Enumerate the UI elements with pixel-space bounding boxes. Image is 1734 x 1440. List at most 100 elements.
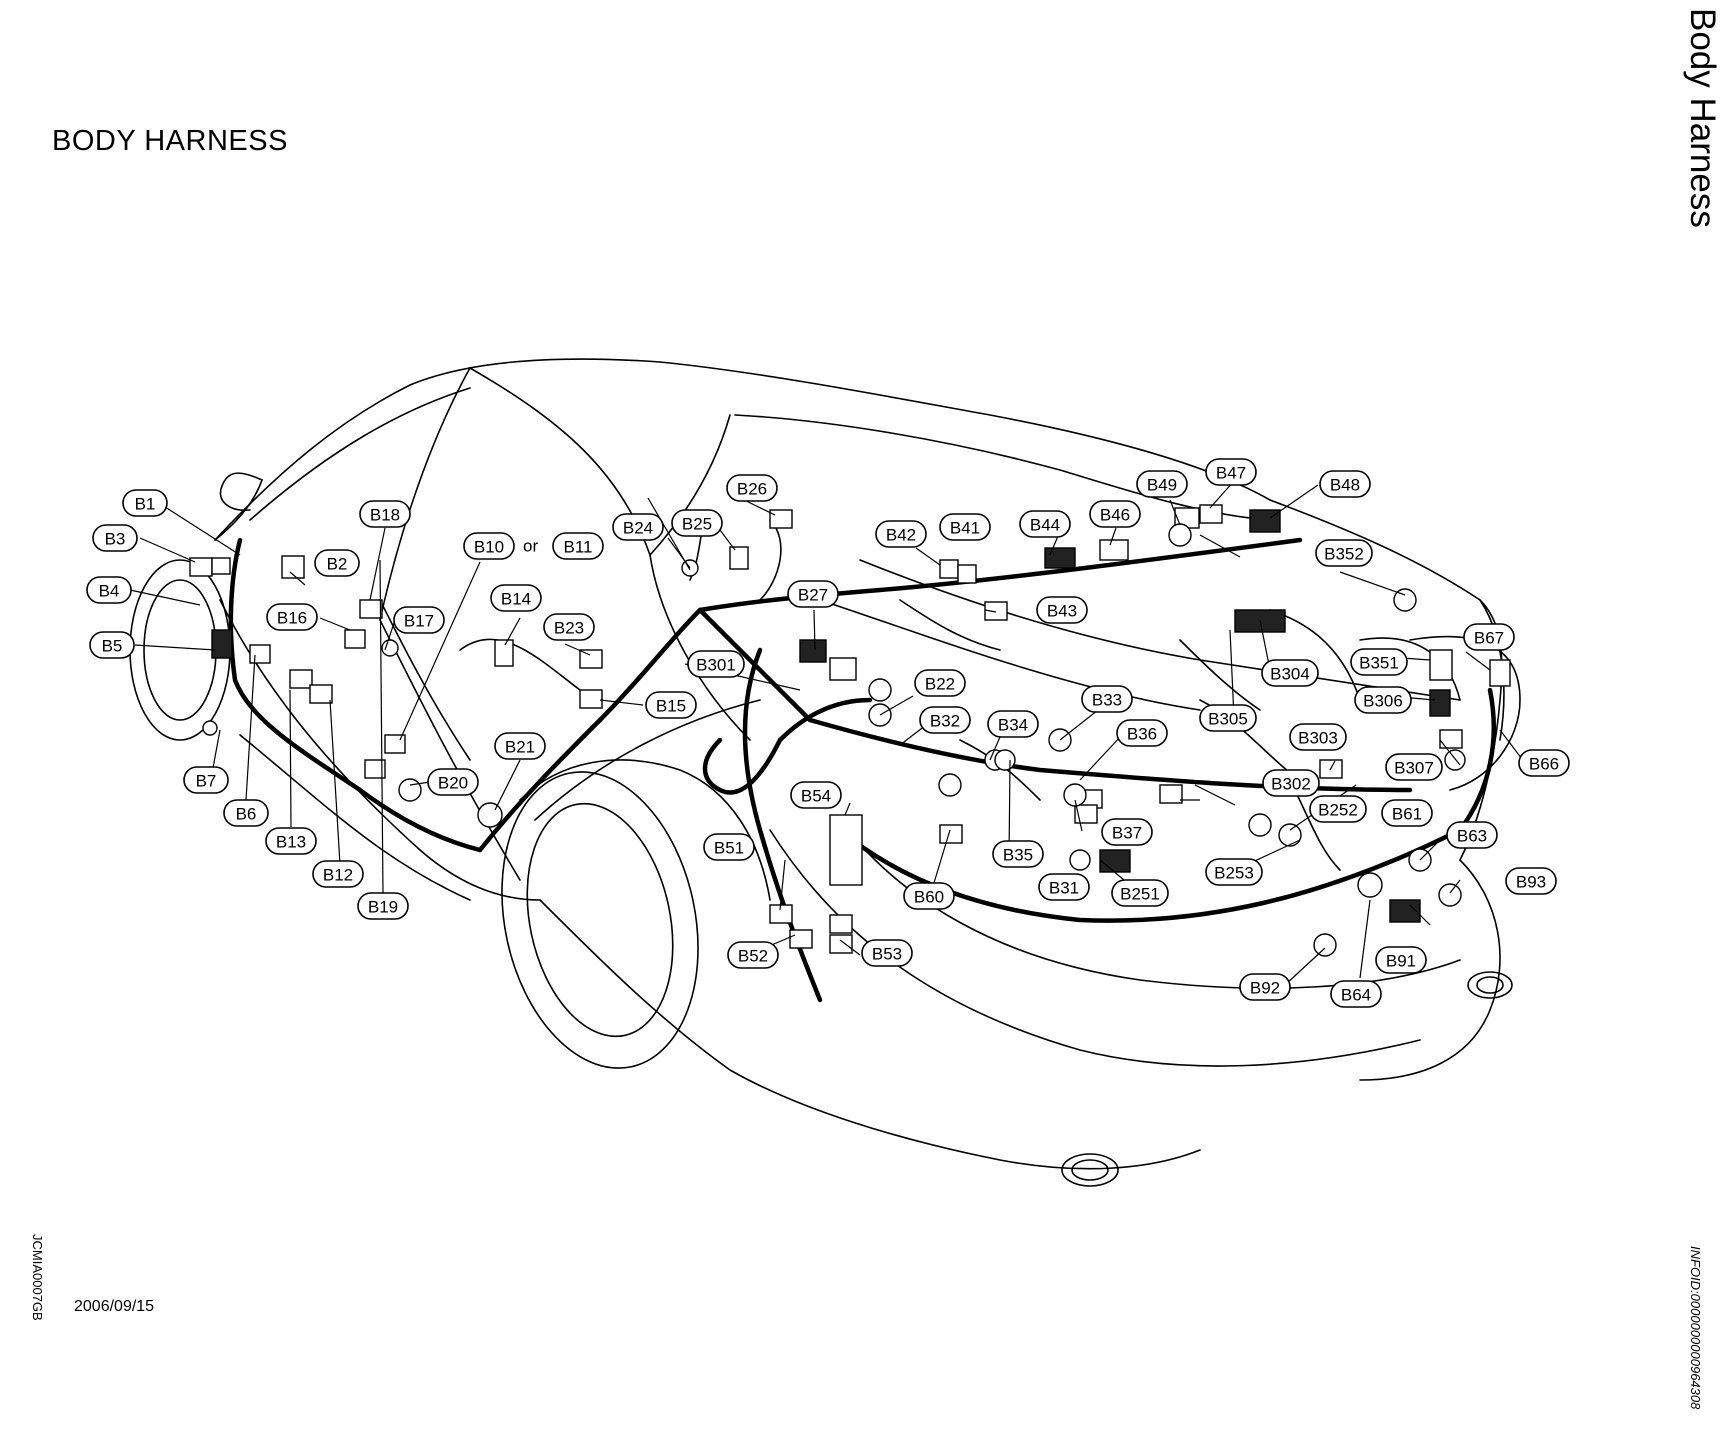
- callout-label: B41: [950, 519, 980, 538]
- callout-b2: B2: [314, 549, 360, 577]
- callout-box: [89, 631, 135, 659]
- callout-label: B252: [1318, 801, 1358, 820]
- callout-box: [1239, 973, 1291, 1001]
- callout-b24: B24: [612, 513, 664, 541]
- callout-b251: B251: [1111, 879, 1169, 907]
- callout-label: B7: [196, 772, 217, 791]
- callout-b304: B304: [1261, 659, 1319, 687]
- callout-label: B21: [505, 738, 535, 757]
- callout-b53: B53: [861, 939, 913, 967]
- callout-label: B27: [798, 586, 828, 605]
- callout-label: B17: [404, 612, 434, 631]
- callout-label: B67: [1474, 629, 1504, 648]
- callout-box: [494, 732, 546, 760]
- callout-label: B53: [872, 945, 902, 964]
- callout-box: [1309, 795, 1367, 823]
- callout-b23: B23: [543, 613, 595, 641]
- callout-b93: B93: [1505, 867, 1557, 895]
- callout-label: B42: [886, 526, 916, 545]
- callout-box: [914, 669, 966, 697]
- callout-label: B44: [1030, 516, 1060, 535]
- callout-label: B60: [914, 888, 944, 907]
- callout-b6: B6: [223, 799, 269, 827]
- callout-b34: B34: [987, 710, 1039, 738]
- callout-label: B49: [1147, 476, 1177, 495]
- callout-b91: B91: [1375, 946, 1427, 974]
- callout-b25: B25: [671, 509, 723, 537]
- callout-b20: B20: [427, 768, 479, 796]
- callout-box: [1505, 867, 1557, 895]
- callout-box: [727, 941, 779, 969]
- callout-box: [992, 840, 1044, 868]
- callout-box: [92, 524, 138, 552]
- callout-box: [790, 781, 842, 809]
- callout-label: B13: [276, 833, 306, 852]
- callout-box: [183, 766, 229, 794]
- callout-b60: B60: [903, 882, 955, 910]
- callout-b41: B41: [939, 513, 991, 541]
- callout-box: [1089, 500, 1141, 528]
- callout-box: [490, 584, 542, 612]
- callout-box: [1036, 596, 1088, 624]
- callout-box: [875, 520, 927, 548]
- callout-b37: B37: [1101, 818, 1153, 846]
- callout-box: [1111, 879, 1169, 907]
- callout-box: [1385, 753, 1443, 781]
- callout-box: [1205, 858, 1263, 886]
- callout-label: B14: [501, 590, 531, 609]
- callout-b35: B35: [992, 840, 1044, 868]
- callout-b19: B19: [357, 892, 409, 920]
- callout-box: [939, 513, 991, 541]
- callout-label: B31: [1049, 879, 1079, 898]
- callout-b48: B48: [1319, 470, 1371, 498]
- callout-box: [314, 549, 360, 577]
- callout-label: B43: [1047, 602, 1077, 621]
- callout-box: [1199, 704, 1257, 732]
- callout-box: [671, 509, 723, 537]
- callout-b33: B33: [1081, 685, 1133, 713]
- callout-b301: B301: [687, 650, 745, 678]
- callout-label: B37: [1112, 824, 1142, 843]
- callout-box: [787, 580, 839, 608]
- callout-b10: B10: [463, 532, 515, 560]
- callout-box: [1375, 946, 1427, 974]
- callout-label: B47: [1216, 464, 1246, 483]
- callout-box: [393, 606, 445, 634]
- round-connectors: [202, 523, 1466, 957]
- callout-b302: B302: [1262, 769, 1320, 797]
- callout-box: [552, 532, 604, 560]
- side-title: Body Harness: [1683, 8, 1722, 228]
- callout-box: [1261, 659, 1319, 687]
- callout-box: [987, 710, 1039, 738]
- callout-b306: B306: [1354, 686, 1412, 714]
- callout-box: [463, 532, 515, 560]
- callout-box: [427, 768, 479, 796]
- figure-id: JCMIA0007GB: [30, 1234, 45, 1321]
- callout-label: B92: [1250, 979, 1280, 998]
- callout-b67: B67: [1463, 623, 1515, 651]
- callout-b5: B5: [89, 631, 135, 659]
- callout-b46: B46: [1089, 500, 1141, 528]
- callout-box: [1081, 685, 1133, 713]
- callout-b22: B22: [914, 669, 966, 697]
- callout-box: [1446, 821, 1498, 849]
- callout-box: [1116, 719, 1168, 747]
- callout-label: B19: [368, 898, 398, 917]
- callout-box: [645, 691, 697, 719]
- callout-label: B91: [1386, 952, 1416, 971]
- callout-b92: B92: [1239, 973, 1291, 1001]
- callout-label: B34: [998, 716, 1028, 735]
- callout-b15: B15: [645, 691, 697, 719]
- callout-b4: B4: [86, 576, 132, 604]
- callout-box: [919, 706, 971, 734]
- callout-label: B63: [1457, 827, 1487, 846]
- callout-box: [903, 882, 955, 910]
- callout-b51: B51: [703, 833, 755, 861]
- callout-label: B46: [1100, 506, 1130, 525]
- callout-label: B64: [1341, 986, 1371, 1005]
- callout-box: [1354, 686, 1412, 714]
- callout-box: [1136, 470, 1188, 498]
- callout-label: B93: [1516, 873, 1546, 892]
